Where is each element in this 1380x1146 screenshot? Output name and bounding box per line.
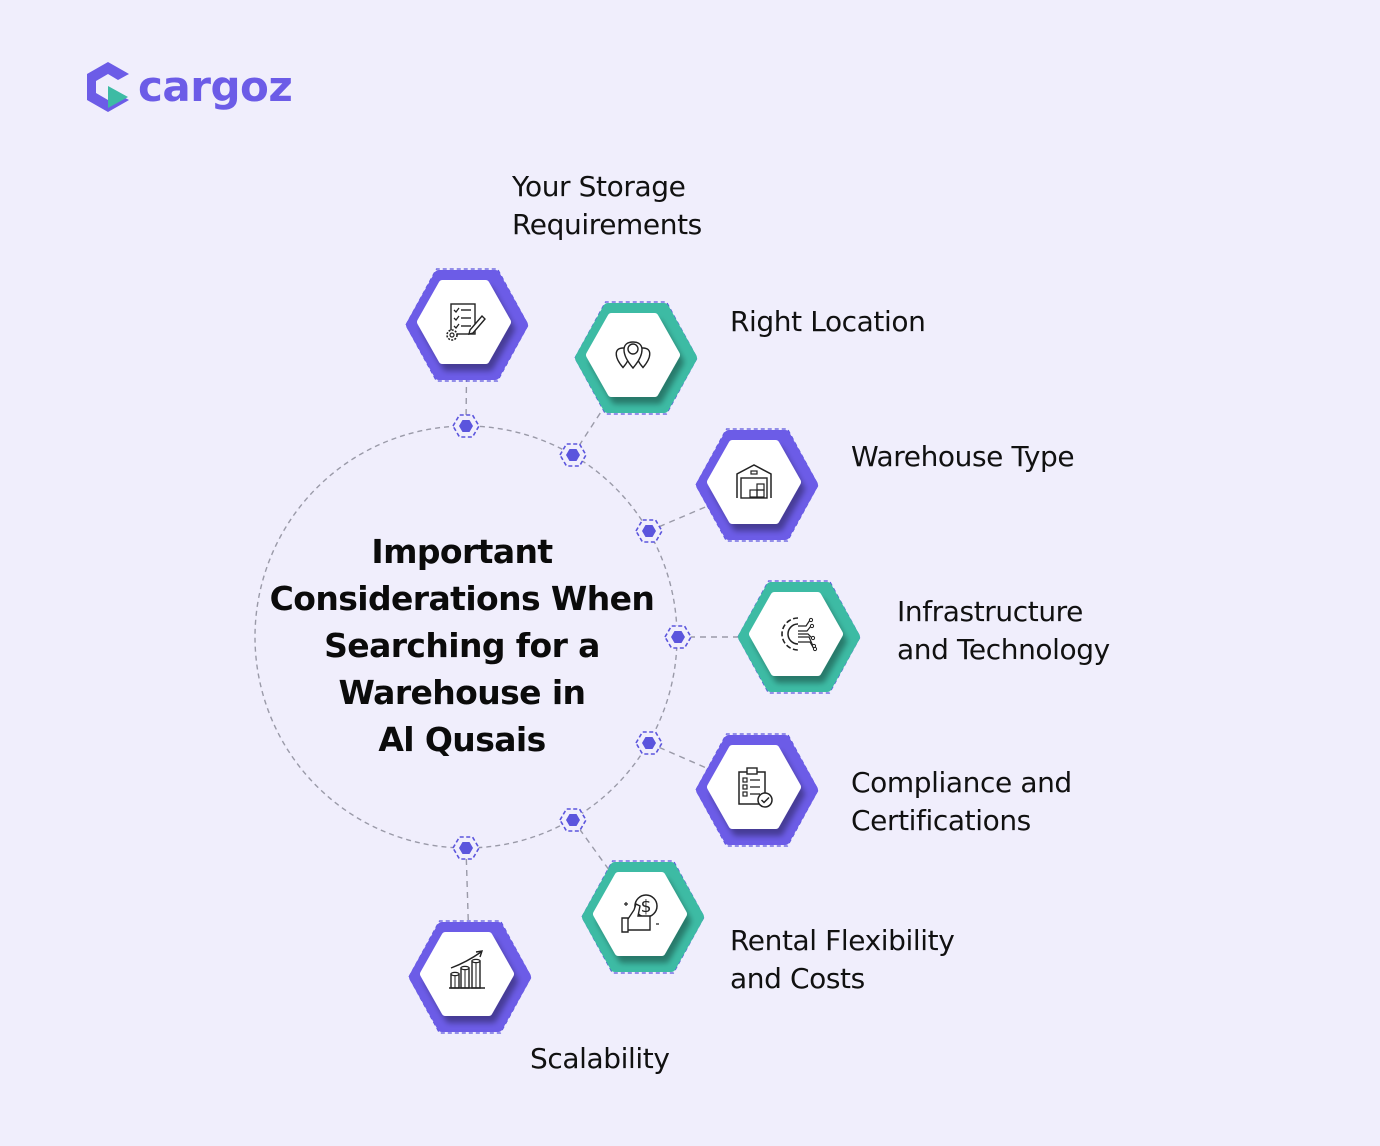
checklist-gear-icon [446,303,486,341]
hexagon-face [749,592,843,676]
title-line: Warehouse in [338,673,587,712]
label-infrastructure-technology: Infrastructure and Technology [897,595,1110,666]
hexagon-outline [581,860,705,974]
node-marker [559,443,587,467]
hexagon-infrastructure-and-technology [737,580,861,694]
node-marker [452,414,480,438]
node-marker [635,731,663,755]
gear-circuit-icon [781,617,818,652]
title-line: Searching for a [324,626,600,665]
growth-chart-icon [449,950,485,989]
hexagon-outline [405,268,529,382]
title-line: Considerations When [269,579,655,618]
warehouse-icon [736,464,772,499]
hexagon-right-location [574,301,698,415]
cargoz-logo-icon [87,62,129,112]
node-marker [635,519,663,543]
node-marker [559,808,587,832]
label-scalability: Scalability [530,1042,670,1075]
hexagon-outline [737,580,861,694]
hexagon-outline [574,301,698,415]
hexagon-outline [695,428,819,542]
label-rental-flexibility-costs: Rental Flexibility and Costs [730,924,955,995]
connector-line [648,742,758,791]
cargoz-logo: cargoz [84,60,293,114]
hexagon-warehouse-type [695,428,819,542]
hexagon-rental-flexibility-and-costs: $ [581,860,705,974]
hexagon-scalability [408,920,532,1034]
hexagon-your-storage-requirements [405,268,529,382]
title-line: Al Qusais [378,720,546,759]
hexagon-outline [695,733,819,847]
thumbs-up-dollar-icon: $ [621,894,659,933]
location-pins-icon [615,341,651,370]
clipboard-check-icon [738,767,773,808]
hexagon-face [420,932,514,1016]
node-marker [664,625,692,649]
page-title: Important Considerations When Searching … [262,528,662,763]
hexagon-face [417,280,511,364]
label-right-location: Right Location [730,305,926,338]
brand-name: cargoz [138,62,293,111]
hexagon-compliance-and-certifications [695,733,819,847]
title-line: Important [371,532,553,571]
label-warehouse-type: Warehouse Type [851,440,1075,473]
connector-line [648,484,758,532]
label-storage-requirements: Your Storage Requirements [512,170,702,241]
svg-text:$: $ [641,897,652,917]
hexagon-outline [408,920,532,1034]
connector-line [465,324,468,427]
hexagon-face [707,440,801,524]
label-compliance-certifications: Compliance and Certifications [851,766,1072,837]
node-marker [452,836,480,860]
